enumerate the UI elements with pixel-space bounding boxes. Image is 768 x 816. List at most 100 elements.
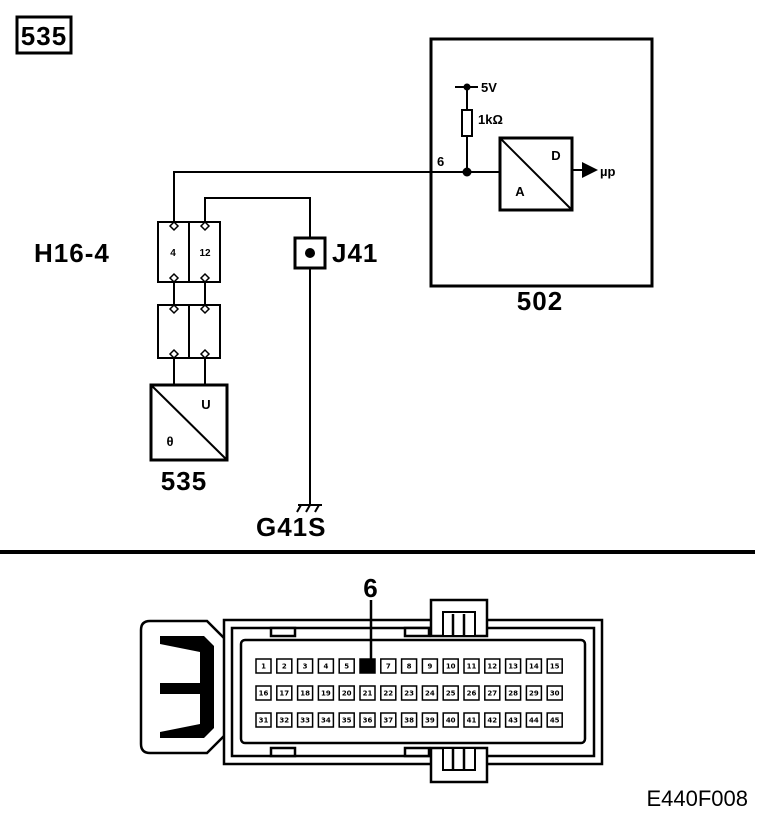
- connector-pin-number: 30: [550, 690, 560, 698]
- connector-pin: 9: [421, 658, 439, 674]
- connector-pin-number: 25: [446, 690, 456, 698]
- sensor-output-label: U: [201, 397, 210, 412]
- connector-pin-number: 7: [386, 663, 391, 671]
- ecu-502: 502 5V 1kΩ 6 D A µp: [429, 37, 654, 316]
- connector-pin-number: 4: [323, 663, 328, 671]
- connector-pin: 5: [338, 658, 355, 674]
- connector-pin: 13: [504, 658, 522, 674]
- callout-pin-label: 6: [363, 573, 378, 603]
- connector-pin: 26: [463, 685, 480, 701]
- connector-pin-number: 15: [550, 663, 560, 671]
- connector-pin-number: 20: [342, 690, 352, 698]
- connector-pin: 29: [525, 685, 543, 701]
- connector-pin: 37: [380, 712, 397, 728]
- connector-pin: 3: [296, 658, 314, 674]
- connector-pin: 8: [400, 658, 418, 674]
- connector-pin: 40: [442, 712, 459, 728]
- connector-pin: 21: [359, 685, 376, 701]
- connector-pin-number: 17: [279, 690, 289, 698]
- connector-pin: 20: [338, 685, 355, 701]
- connector-pin-number: 41: [467, 717, 477, 725]
- connector-pin: 12: [484, 658, 501, 674]
- connector-pin: 10: [442, 658, 459, 674]
- pin-callout: 6: [363, 573, 378, 665]
- sensor-535: U θ 535: [149, 383, 229, 496]
- pullup-resistor: [461, 109, 473, 137]
- connector-pin: 34: [317, 712, 335, 728]
- connector-pin: 30: [546, 685, 563, 701]
- connector-pin: 32: [276, 712, 293, 728]
- connector-pin: [359, 658, 376, 674]
- reference-box: 535: [15, 15, 73, 55]
- connector-pin-number: 38: [404, 717, 414, 725]
- connector-pin-number: 29: [529, 690, 539, 698]
- supply-voltage-label: 5V: [481, 80, 497, 95]
- connector-pin-number: 27: [487, 690, 497, 698]
- connector-pin: 2: [276, 658, 293, 674]
- connector-pin: 25: [442, 685, 459, 701]
- connector-pin-number: 33: [300, 717, 310, 725]
- connector-pin-number: 36: [363, 717, 373, 725]
- connector-pin: 39: [421, 712, 439, 728]
- connector-pin-number: 12: [487, 663, 497, 671]
- ground-label: G41S: [256, 512, 327, 542]
- connector-h16-4: 4 12 H16-4: [34, 220, 221, 284]
- connector-pin: 23: [400, 685, 418, 701]
- connector-pin: 14: [525, 658, 543, 674]
- ecu-pin-label: 6: [437, 154, 444, 169]
- figure-code: E440F008: [646, 786, 748, 811]
- sensor-input-label: θ: [166, 434, 173, 449]
- splice-label: J41: [332, 238, 378, 268]
- connector-pin-number: 14: [529, 663, 539, 671]
- adc-analog-label: A: [515, 184, 525, 199]
- ecu-label: 502: [517, 286, 563, 316]
- connector-pin-number: 3: [303, 663, 308, 671]
- connector-pin: 43: [504, 712, 522, 728]
- connector-pin-a-label: 4: [170, 248, 176, 259]
- connector-pin-number: 37: [383, 717, 393, 725]
- connector-pin: 22: [380, 685, 397, 701]
- signal-wire: [173, 171, 467, 505]
- connector-pin: 42: [484, 712, 501, 728]
- connector-pin: 41: [463, 712, 480, 728]
- connector-pin-number: 23: [404, 690, 414, 698]
- connector-pin: 28: [504, 685, 522, 701]
- connector-pin: 33: [296, 712, 314, 728]
- connector-pin-number: 45: [550, 717, 560, 725]
- connector-pin: 24: [421, 685, 439, 701]
- connector-pin-number: 13: [508, 663, 518, 671]
- connector-pin-number: 43: [508, 717, 518, 725]
- connector-mating-half: [157, 303, 221, 360]
- connector-pin-number: 10: [446, 663, 456, 671]
- adc-digital-label: D: [551, 148, 560, 163]
- reference-box-label: 535: [21, 21, 67, 51]
- connector-pin: 7: [380, 658, 397, 674]
- connector-pin: 27: [484, 685, 501, 701]
- connector-pin-number: 9: [427, 663, 432, 671]
- connector-pin-number: 44: [529, 717, 539, 725]
- connector-pin-number: 24: [425, 690, 435, 698]
- splice-j41: J41: [293, 236, 378, 270]
- connector-pin-number: 42: [487, 717, 497, 725]
- connector-pin-number: 5: [344, 663, 349, 671]
- connector-pin: 45: [546, 712, 563, 728]
- connector-pin: 16: [255, 685, 272, 701]
- connector-pin-number: 32: [279, 717, 289, 725]
- connector-pin-number: 28: [508, 690, 518, 698]
- connector-pin: 1: [255, 658, 272, 674]
- connector-pin: 35: [338, 712, 355, 728]
- connector-label: H16-4: [34, 238, 110, 268]
- connector-pin: 11: [463, 658, 480, 674]
- connector-pin-number: 35: [342, 717, 352, 725]
- connector-pin-number: 1: [261, 663, 266, 671]
- connector-pin: 38: [400, 712, 418, 728]
- connector-pin-number: 34: [321, 717, 331, 725]
- resistor-label: 1kΩ: [478, 112, 503, 127]
- sensor-label: 535: [161, 466, 207, 496]
- ad-converter: D A: [498, 136, 574, 212]
- connector-pin-number: 19: [321, 690, 331, 698]
- connector-pin: 15: [546, 658, 563, 674]
- connector-pin-number: 40: [446, 717, 456, 725]
